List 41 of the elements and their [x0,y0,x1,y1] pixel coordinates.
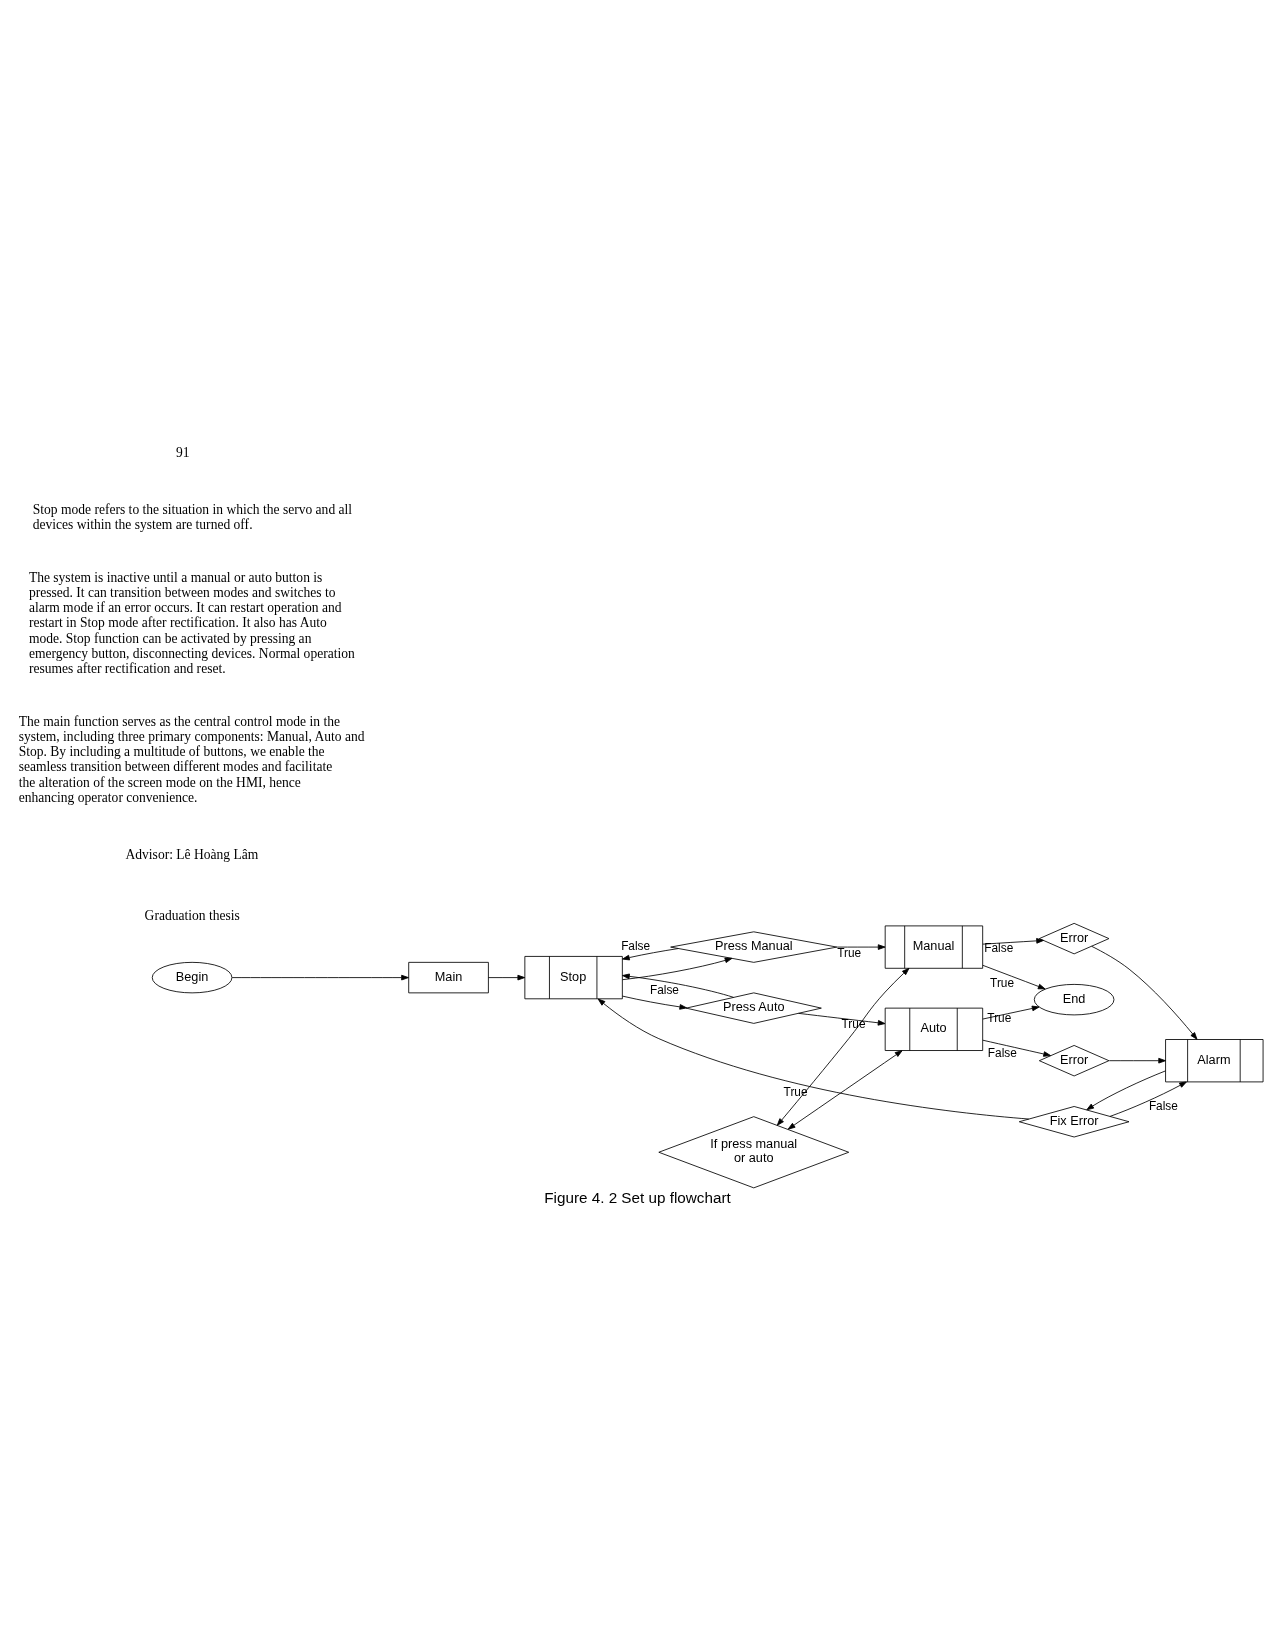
arrow [982,1039,1051,1057]
label: The main function serves as the central control mode in the system, including three primary components: Manual, Auto and Stop. By including a multitude of buttons, we enable the seamless transition between different modes and facilitate the alteration of the screen mode on the HMI, hence enhancing operator convenience. [18,713,365,805]
arrow [622,973,734,998]
edge-label: True [837,945,862,960]
arrow [622,995,688,1010]
arrow [982,938,1044,945]
arrow [982,1005,1040,1020]
edge-label: False [984,940,1014,955]
arrow [488,974,526,981]
edge-label: True [841,1016,866,1031]
node-diamond: Error [1038,1045,1110,1077]
edge-label: False [649,982,679,997]
arrow [776,967,910,1126]
node-box: Main [408,961,489,994]
edge-label: False [1148,1099,1178,1114]
label: Graduation thesis [144,907,240,923]
arrow [1091,945,1198,1040]
arrow [982,964,1046,990]
label: Stop mode refers to the situation in which the servo and all devices within the system are turned off. [32,501,353,532]
node-ellipse: Begin [151,961,233,994]
arrow [1109,1081,1187,1117]
arrow [597,998,1030,1120]
arrow [787,1050,903,1130]
label: 91 [175,444,190,460]
node-diamond: Press Auto [685,992,822,1024]
arrow [836,944,886,950]
arrow [798,1012,886,1026]
edge-label: False [621,939,651,954]
label: Advisor: Lê Hoàng Lâm [125,846,259,862]
arrow [622,948,679,961]
arrow [1086,1070,1166,1111]
arrow [231,974,409,981]
edge-label: False [987,1046,1017,1061]
arrow [622,957,733,981]
caption: Figure 4. 2 Set up flowchart [544,1189,731,1207]
node-diamond: Fix Error [1018,1106,1130,1138]
edge-label: True [987,1011,1012,1026]
label: The system is inactive until a manual or auto button is pressed. It can transition between modes and switches to alarm mode if an error occurs. It can restart operation and restart in Stop mode after rectification. It also has Auto mode. Stop function can be activated by pressing an emergency button, disconnecting devices. Normal operation resumes after rectification and reset. [28,569,355,677]
edge-label: True [783,1084,808,1099]
arrow [1108,1057,1166,1064]
edge-label: True [990,975,1015,990]
